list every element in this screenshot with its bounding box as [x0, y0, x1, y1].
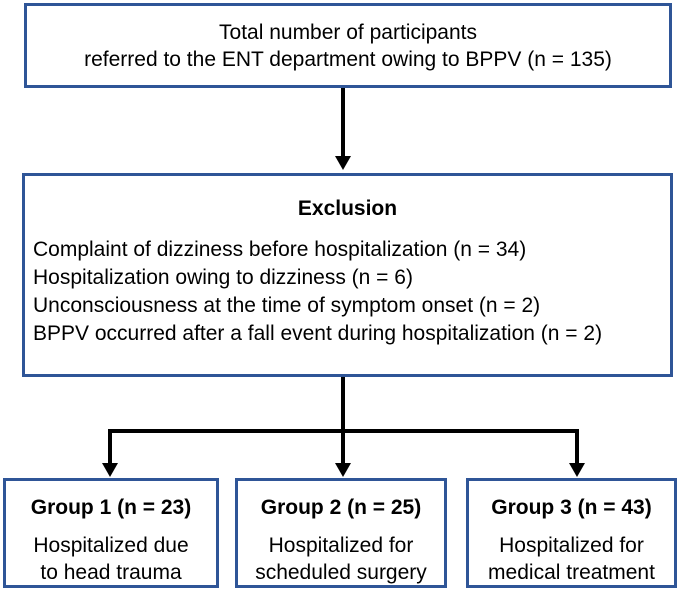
exclusion-box: Exclusion Complaint of dizziness before … — [22, 173, 673, 377]
exclusion-item-1: Complaint of dizziness before hospitaliz… — [33, 238, 527, 261]
group-2-line2: scheduled surgery — [255, 561, 427, 584]
group-3-box: Group 3 (n = 43) Hospitalized for medica… — [466, 478, 677, 588]
arrowhead-group3 — [569, 463, 585, 477]
exclusion-item-2: Hospitalization owing to dizziness (n = … — [33, 266, 413, 289]
group-3-line2: medical treatment — [488, 561, 655, 584]
group-1-line1: Hospitalized due — [33, 534, 189, 557]
exclusion-item-4: BPPV occurred after a fall event during … — [33, 322, 603, 345]
group-1-box: Group 1 (n = 23) Hospitalized due to hea… — [3, 478, 219, 588]
total-participants-line2: referred to the ENT department owing to … — [84, 48, 612, 71]
group-1-line2: to head trauma — [40, 561, 182, 584]
exclusion-title: Exclusion — [297, 197, 398, 220]
group-2-line1: Hospitalized for — [268, 534, 414, 557]
group-3-line1: Hospitalized for — [499, 534, 644, 557]
exclusion-item-3: Unconsciousness at the time of symptom o… — [33, 294, 541, 317]
group-1-title: Group 1 (n = 23) — [30, 496, 192, 519]
total-participants-line1: Total number of participants — [219, 21, 477, 44]
arrow-top-to-exclusion — [335, 88, 351, 170]
group-2-box: Group 2 (n = 25) Hospitalized for schedu… — [235, 478, 447, 588]
branch-connector — [102, 429, 585, 477]
exclusion-item-list: Complaint of dizziness before hospitaliz… — [25, 236, 670, 348]
group-2-title: Group 2 (n = 25) — [260, 496, 422, 519]
group-3-title: Group 3 (n = 43) — [491, 496, 652, 519]
total-participants-box: Total number of participants referred to… — [24, 3, 672, 88]
arrow-exclusion-to-group2 — [335, 377, 351, 477]
arrowhead-group1 — [102, 463, 118, 477]
